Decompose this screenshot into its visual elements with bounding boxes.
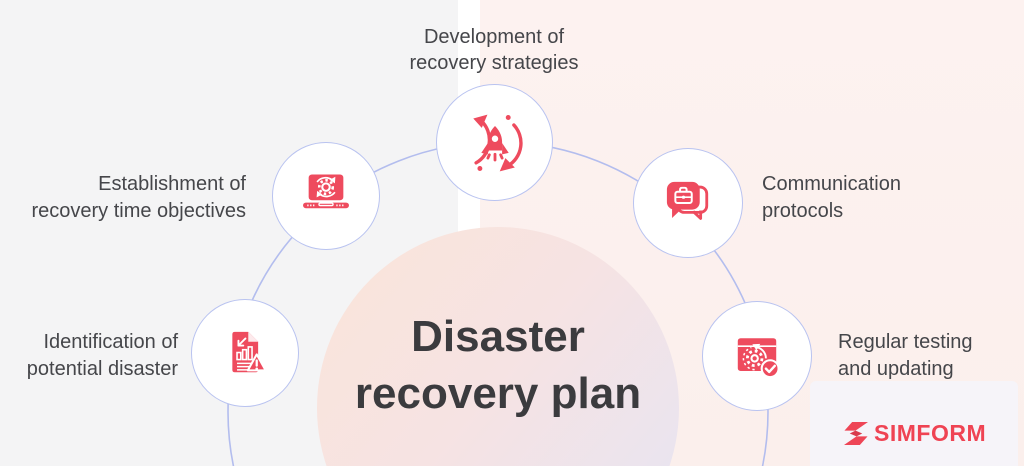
label-recovery-time: Establishment of recovery time objective…	[16, 171, 246, 225]
laptop-sync-gear-icon	[303, 174, 349, 209]
label-line: and updating	[838, 358, 954, 380]
node-identification	[191, 299, 299, 407]
title-line-2: recovery plan	[354, 369, 642, 418]
simform-logo-icon	[843, 421, 869, 446]
label-line: Establishment of	[98, 173, 246, 195]
label-line: recovery strategies	[409, 52, 579, 74]
window-gear-check-icon	[737, 338, 780, 379]
rocket-refresh-icon	[472, 114, 523, 171]
label-line: recovery time objectives	[31, 200, 246, 222]
label-line: Identification of	[43, 331, 178, 353]
simform-logo: SIMFORM	[843, 420, 986, 447]
label-line: Development of	[423, 26, 565, 48]
label-line: potential disaster	[26, 358, 178, 380]
title-line-1: Disaster	[411, 312, 585, 361]
label-testing: Regular testing and updating	[838, 329, 1024, 383]
background-corner-card	[810, 381, 1018, 466]
diagram-title: Disaster recovery plan	[317, 308, 679, 422]
label-line: protocols	[762, 200, 844, 222]
label-development: Development of recovery strategies	[344, 24, 644, 76]
node-communication	[633, 148, 743, 258]
simform-logo-text: SIMFORM	[874, 420, 987, 446]
label-line: Regular testing	[838, 331, 973, 353]
node-recovery-time	[272, 142, 380, 250]
label-communication: Communication protocols	[762, 171, 1002, 225]
chat-briefcase-icon	[666, 181, 709, 220]
node-development	[436, 84, 553, 201]
node-testing	[702, 301, 812, 411]
label-identification: Identification of potential disaster	[8, 329, 178, 383]
document-alert-icon	[232, 331, 267, 373]
label-line: Communication	[762, 173, 901, 195]
